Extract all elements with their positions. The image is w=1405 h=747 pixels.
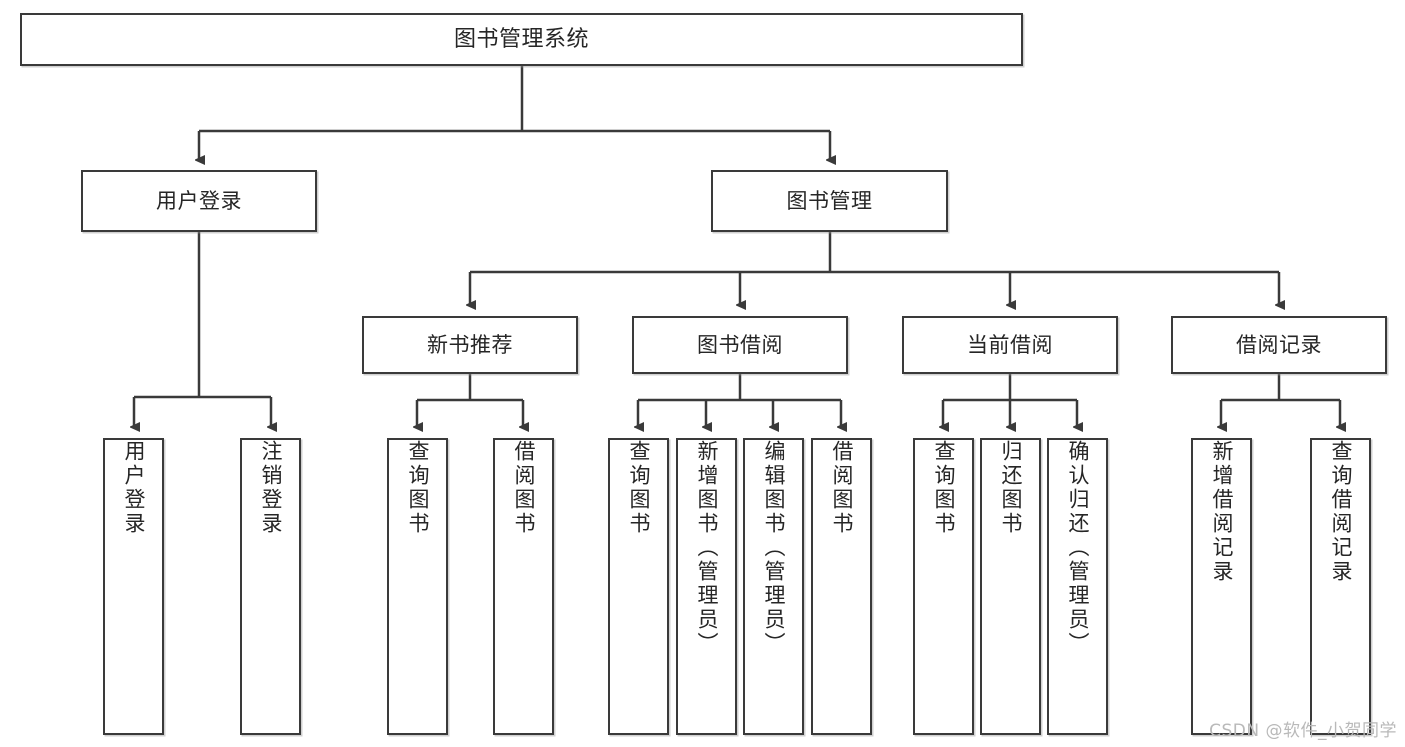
node-label: 用户登录 <box>156 188 242 213</box>
node-borrow-record[interactable]: 借阅记录 <box>1171 316 1387 374</box>
node-label: 新书推荐 <box>427 332 513 357</box>
node-label: 确认归还（管理员） <box>1066 440 1090 656</box>
watermark-text: CSDN @软件_小贺同学 <box>1209 721 1397 741</box>
leaf-current-confirm-return[interactable]: 确认归还（管理员） <box>1047 438 1108 735</box>
node-label: 查询图书 <box>932 440 956 536</box>
node-label: 新增借阅记录 <box>1210 440 1234 584</box>
node-label: 借阅记录 <box>1236 332 1322 357</box>
leaf-user-login-signout[interactable]: 注销登录 <box>240 438 301 735</box>
node-root-system[interactable]: 图书管理系统 <box>20 13 1023 66</box>
node-label: 查询借阅记录 <box>1329 440 1353 584</box>
node-user-login[interactable]: 用户登录 <box>81 170 317 232</box>
node-book-management[interactable]: 图书管理 <box>711 170 948 232</box>
leaf-borrow-add-book[interactable]: 新增图书（管理员） <box>676 438 737 735</box>
node-new-book-recommend[interactable]: 新书推荐 <box>362 316 578 374</box>
node-label: 图书管理 <box>786 188 873 213</box>
leaf-record-query-record[interactable]: 查询借阅记录 <box>1310 438 1371 735</box>
node-label: 新增图书（管理员） <box>695 440 719 656</box>
node-label: 图书借阅 <box>697 332 783 357</box>
leaf-current-query-book[interactable]: 查询图书 <box>913 438 974 735</box>
leaf-record-add-record[interactable]: 新增借阅记录 <box>1191 438 1252 735</box>
leaf-borrow-query-book[interactable]: 查询图书 <box>608 438 669 735</box>
node-current-borrow[interactable]: 当前借阅 <box>902 316 1118 374</box>
node-book-borrow[interactable]: 图书借阅 <box>632 316 848 374</box>
node-label: 查询图书 <box>627 440 651 536</box>
leaf-borrow-borrow-book[interactable]: 借阅图书 <box>811 438 872 735</box>
node-label: 用户登录 <box>122 440 146 536</box>
leaf-recommend-borrow-book[interactable]: 借阅图书 <box>493 438 554 735</box>
node-label: 借阅图书 <box>830 440 854 536</box>
node-label: 注销登录 <box>259 440 283 536</box>
node-label: 查询图书 <box>406 440 430 536</box>
node-label: 图书管理系统 <box>453 26 589 52</box>
node-label: 借阅图书 <box>512 440 536 536</box>
node-label: 编辑图书（管理员） <box>762 440 786 656</box>
node-label: 当前借阅 <box>967 332 1053 357</box>
leaf-recommend-query-book[interactable]: 查询图书 <box>387 438 448 735</box>
leaf-current-return-book[interactable]: 归还图书 <box>980 438 1041 735</box>
node-label: 归还图书 <box>999 440 1023 536</box>
leaf-borrow-edit-book[interactable]: 编辑图书（管理员） <box>743 438 804 735</box>
leaf-user-login-signin[interactable]: 用户登录 <box>103 438 164 735</box>
